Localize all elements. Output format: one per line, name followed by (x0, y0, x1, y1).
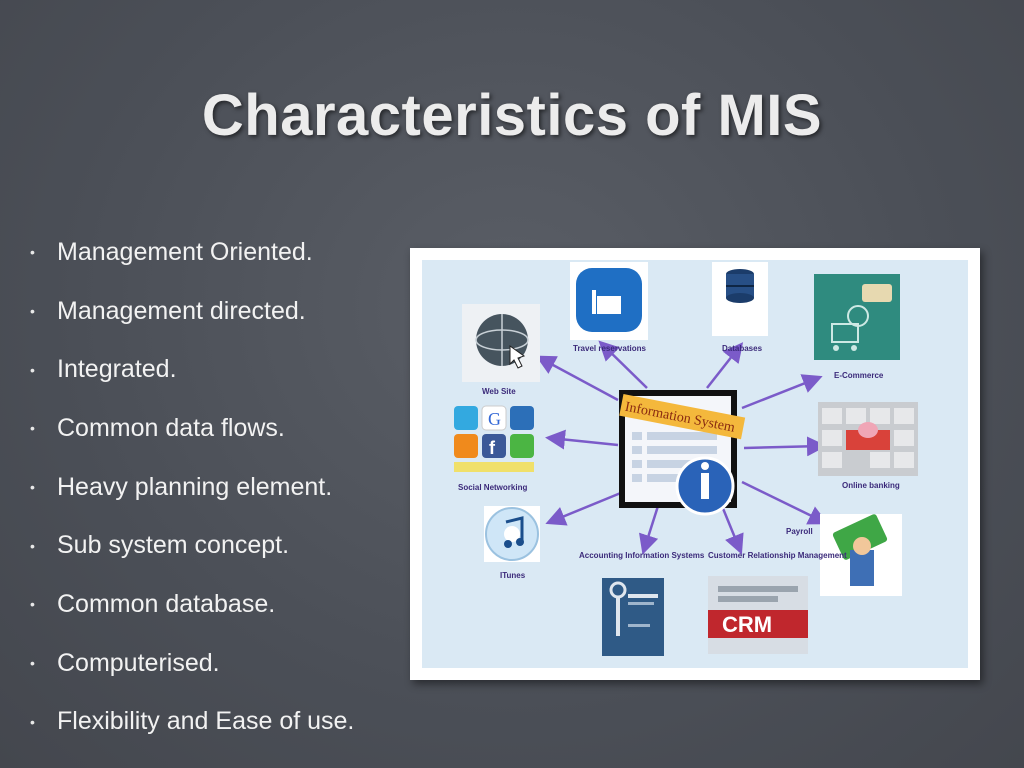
bullet-marker: • (30, 244, 35, 261)
slide-title: Characteristics of MIS (201, 83, 823, 148)
node-label: Travel reservations (573, 344, 646, 353)
node-label: E-Commerce (834, 371, 884, 380)
bullet-item: • Common database. (30, 575, 354, 634)
node-crm: Customer Relationship Management CRM (708, 551, 847, 654)
node-label: Social Networking (458, 483, 527, 492)
node-online-banking: Online banking (818, 402, 918, 490)
node-label: ITunes (500, 571, 526, 580)
globe-icon (475, 314, 529, 369)
bullet-text: Management directed. (57, 296, 306, 325)
book-icon (609, 581, 658, 636)
diagram-svg: Information System Travel reservations (454, 262, 918, 656)
arrow (706, 342, 744, 389)
node-travel-reservations: Travel reservations (570, 262, 648, 353)
form-lines (632, 432, 717, 482)
arrow (545, 429, 619, 450)
arrow (743, 436, 827, 457)
center-node: Information System (619, 390, 746, 516)
arrow (639, 505, 660, 555)
bullet-item: • Management Oriented. (30, 223, 354, 282)
bullet-text: Common data flows. (57, 413, 285, 442)
node-databases: Databases (712, 262, 768, 353)
money-icon (832, 514, 888, 586)
info-icon (675, 456, 735, 516)
bullet-marker: • (30, 655, 35, 672)
node-payroll: Payroll (786, 514, 902, 596)
bullet-text: Heavy planning element. (57, 472, 333, 501)
banner-bg (619, 394, 746, 440)
bullet-marker: • (30, 420, 35, 437)
mis-diagram: Information System Travel reservations (422, 260, 968, 668)
node-label: Online banking (842, 481, 900, 490)
arrow (741, 480, 829, 525)
bullet-text: Computerised. (57, 648, 220, 677)
arrow (720, 505, 744, 555)
node-web-site: Web Site (462, 304, 540, 396)
diagram-frame: Information System Travel reservations (410, 248, 980, 680)
svg-text:CRM: CRM (722, 612, 772, 637)
bullet-text: Integrated. (57, 355, 177, 384)
svg-text:f: f (489, 438, 496, 458)
bullet-list: • Management Oriented. • Management direct… (30, 223, 354, 751)
bullet-item: • Management directed. (30, 282, 354, 341)
keyboard-icon (822, 408, 914, 468)
node-label: Web Site (482, 387, 516, 396)
bullet-text: Common database. (57, 589, 276, 618)
node-accounting-information-systems: Accounting Information Systems (579, 551, 705, 656)
node-label: Accounting Information Systems (579, 551, 705, 560)
bullet-text: Sub system concept. (57, 531, 290, 560)
social-icons: G f (454, 405, 534, 472)
bullet-item: • Heavy planning element. (30, 458, 354, 517)
node-e-commerce: E-Commerce (814, 274, 900, 380)
bullet-item: • Sub system concept. (30, 516, 354, 575)
bullet-marker: • (30, 596, 35, 613)
arrow (741, 374, 823, 410)
crm-icon: CRM (708, 586, 808, 638)
arrow (545, 488, 629, 526)
arrow (535, 355, 619, 402)
node-itunes: ITunes (484, 506, 540, 580)
bullet-text: Management Oriented. (57, 237, 313, 266)
bullet-marker: • (30, 361, 35, 378)
bullet-marker: • (30, 713, 35, 730)
node-social-networking: G f Social Networking (454, 405, 534, 492)
music-icon (485, 507, 539, 561)
database-icon (726, 269, 754, 303)
arrow-group (535, 340, 829, 555)
node-label: Payroll (786, 527, 813, 536)
bullet-text: Flexibility and Ease of use. (57, 707, 355, 736)
arrow (598, 340, 648, 389)
bullet-item: • Flexibility and Ease of use. (30, 693, 354, 752)
bullet-item: • Computerised. (30, 634, 354, 693)
travel-icon (576, 268, 642, 332)
bullet-marker: • (30, 537, 35, 554)
node-label: Databases (722, 344, 763, 353)
node-label: Customer Relationship Management (708, 551, 847, 560)
bullet-marker: • (30, 479, 35, 496)
svg-text:G: G (488, 409, 501, 429)
bullet-item: • Common data flows. (30, 399, 354, 458)
shopping-cart-icon (831, 284, 892, 351)
bullet-item: • Integrated. (30, 340, 354, 399)
bullet-marker: • (30, 303, 35, 320)
